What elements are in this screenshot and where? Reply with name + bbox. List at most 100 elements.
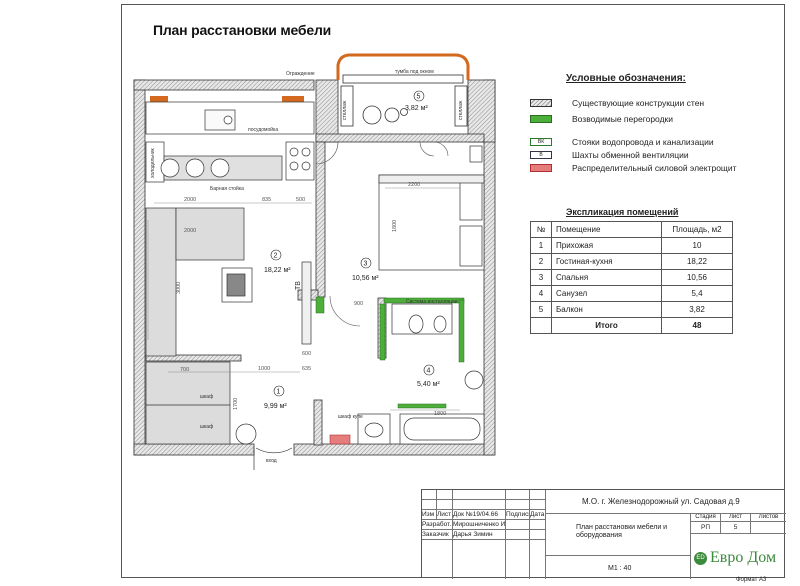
room-area: 10 <box>661 237 733 254</box>
room-area: 3,82 <box>661 301 733 318</box>
legend-label: Стояки водопровода и канализации <box>572 137 714 147</box>
legend-label: Шахты обменной вентиляции <box>572 150 689 160</box>
room-name: Санузел <box>551 285 662 302</box>
stamp-zakazchik: Заказчик <box>422 530 453 540</box>
label-fridge: холодильник <box>150 147 156 178</box>
legend-label: Распределительный силовой электрощит <box>572 163 737 173</box>
electric-panel <box>329 434 351 445</box>
legend-title: Условные обозначения: <box>566 73 686 84</box>
explication-table: № Помещение Площадь, м2 1 Прихожая 10 2 … <box>530 221 733 334</box>
company-logo: ED Евро Дом <box>694 549 776 567</box>
stamp-empty <box>506 490 530 500</box>
table-row: 5 Балкон 3,82 <box>530 301 733 318</box>
stamp-razrab-name: Мирошниченко И.Н <box>453 520 506 530</box>
stamp-empty <box>530 520 546 530</box>
room-5-area: 3,82 м² <box>405 105 428 112</box>
bathroom <box>357 303 485 445</box>
dim-14: 600 <box>302 351 311 357</box>
label-entry: вход <box>266 458 277 464</box>
room-5-number: 5 <box>417 94 421 101</box>
label-bar: Барная стойка <box>210 185 244 192</box>
living-room <box>145 207 312 357</box>
dim-12: 700 <box>180 367 189 373</box>
room-1-area: 9,99 м² <box>264 403 287 410</box>
dim-9: 900 <box>354 301 363 307</box>
total-value: 48 <box>661 317 733 334</box>
dim-2: 835 <box>262 197 271 203</box>
dim-13: 1700 <box>233 398 239 410</box>
dim-3: 500 <box>296 197 305 203</box>
label-window-sill: Ограждение <box>286 71 315 77</box>
label-wardrobe: шкаф <box>200 394 213 400</box>
header-cell: Площадь, м2 <box>661 221 733 238</box>
stamp-empty <box>506 530 530 540</box>
room-name: Прихожая <box>551 237 662 254</box>
window-sill-right <box>282 96 304 102</box>
floor-plan: 2000 835 500 2000 3000 2200 1800 900 100… <box>133 53 496 470</box>
sheet-format: Формат А3 <box>736 577 767 583</box>
legend-item-wall: Существующие конструкции стен <box>530 97 704 109</box>
kitchen <box>145 101 315 183</box>
stamp-sheet-header: Лист <box>721 514 751 522</box>
title-block: Изм Лист Док №19/04.66 Подпись Дата Разр… <box>421 489 786 579</box>
stamp-list: Лист <box>437 510 453 520</box>
vent-swatch: В <box>530 151 552 159</box>
row-number: 3 <box>530 269 552 286</box>
stamp-sheets-header: Листов <box>751 514 786 522</box>
dim-10: 1000 <box>258 366 270 372</box>
label-installation: Система инсталляции <box>406 299 458 305</box>
dim-1: 2000 <box>184 197 196 203</box>
stamp-zakazchik-name: Дарья Зимин <box>453 530 506 540</box>
table-row: 2 Гостиная-кухня 18,22 <box>530 253 733 270</box>
stamp-empty <box>506 500 530 510</box>
row-number: 1 <box>530 237 552 254</box>
electric-swatch <box>530 164 552 172</box>
hallway <box>145 361 293 470</box>
room-area: 10,56 <box>661 269 733 286</box>
existing-walls <box>133 79 496 456</box>
stamp-empty <box>437 490 453 500</box>
balcony <box>336 53 470 127</box>
room-name: Гостиная-кухня <box>551 253 662 270</box>
dim-8: 1800 <box>392 220 398 232</box>
window-sill-left <box>150 96 168 102</box>
total-row: Итого 48 <box>530 317 733 334</box>
room-1-number: 1 <box>277 389 281 396</box>
room-area: 18,22 <box>661 253 733 270</box>
stamp-doc: Док №19/04.66 <box>453 510 506 520</box>
room-2-area: 18,22 м² <box>264 267 291 274</box>
header-cell: Помещение <box>551 221 662 238</box>
legend-item-partition: Возводимые перегородки <box>530 113 673 125</box>
room-4-number: 4 <box>427 368 431 375</box>
label-tv: ТВ <box>295 281 302 290</box>
legend-item-electric: Распределительный силовой электрощит <box>530 162 737 174</box>
label-closet: шкаф купе <box>338 414 363 420</box>
label-washer: посудомойка <box>248 126 278 133</box>
stamp-date: Дата <box>530 510 546 520</box>
dim-7: 2200 <box>408 182 420 188</box>
wall-swatch <box>530 99 552 107</box>
stamp-sheet: 5 <box>721 522 751 534</box>
header-cell: № <box>530 221 552 238</box>
row-number: 4 <box>530 285 552 302</box>
partitions <box>315 296 465 409</box>
stamp-description: План расстановки мебели и оборудования <box>546 514 691 556</box>
stamp-empty <box>422 540 453 579</box>
room-area: 5,4 <box>661 285 733 302</box>
bedroom <box>378 145 485 271</box>
explication-title: Экспликация помещений <box>566 207 679 217</box>
stamp-izm: Изм <box>422 510 437 520</box>
stamp-sign: Подпись <box>506 510 530 520</box>
stamp-empty <box>506 520 530 530</box>
company-name: Евро Дом <box>710 549 777 566</box>
dimension-lines <box>147 187 460 411</box>
legend-label: Существующие конструкции стен <box>572 98 705 108</box>
dim-5: 3000 <box>176 282 182 294</box>
legend-item-vent: В Шахты обменной вентиляции <box>530 149 689 161</box>
room-4-area: 5,40 м² <box>417 381 440 388</box>
table-row: 3 Спальня 10,56 <box>530 269 733 286</box>
stamp-empty <box>453 500 506 510</box>
company-logo-icon: ED <box>694 551 707 565</box>
label-cabinet: тумба под окном <box>395 69 434 75</box>
stamp-empty <box>530 490 546 500</box>
